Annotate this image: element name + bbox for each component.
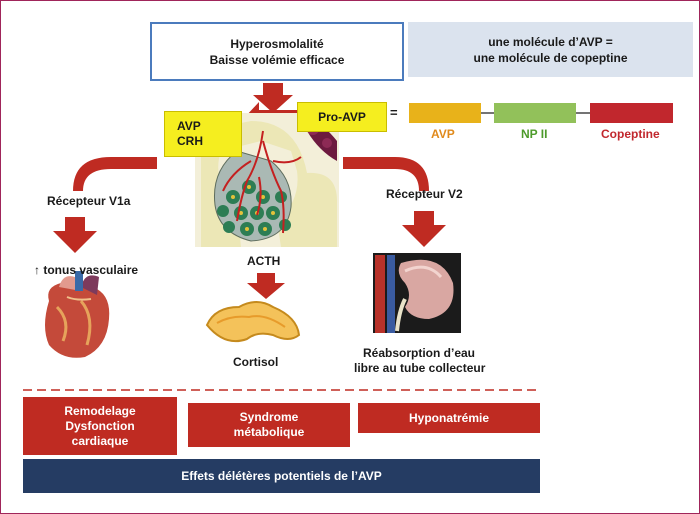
arrow-to-kidney bbox=[402, 211, 446, 247]
effect-remodelage-line2: Dysfonction bbox=[65, 418, 135, 433]
effect-syndrome-line1: Syndrome bbox=[239, 410, 299, 424]
kidney-illustration bbox=[373, 253, 461, 333]
effect-remodelage: Remodelage Dysfonction cardiaque bbox=[23, 397, 177, 455]
adrenal-illustration bbox=[205, 301, 301, 343]
segment-avp bbox=[409, 103, 481, 123]
pro-avp-box: Pro-AVP bbox=[297, 102, 387, 132]
hyper-line1: Hyperosmolalité bbox=[230, 36, 324, 51]
segment-label-avp: AVP bbox=[431, 127, 455, 141]
segment-np2 bbox=[494, 103, 576, 123]
effect-hyponatremie: Hyponatrémie bbox=[358, 403, 540, 433]
effect-syndrome: Syndrome métabolique bbox=[188, 403, 350, 447]
hyperosmolality-box: Hyperosmolalité Baisse volémie efficace bbox=[150, 22, 404, 81]
arrow-to-heart bbox=[53, 217, 97, 253]
segment-copeptine bbox=[590, 103, 673, 123]
reabsorption-line2: libre au tube collecteur bbox=[354, 361, 486, 375]
avp-crh-line2: CRH bbox=[177, 134, 203, 148]
heart-illustration bbox=[45, 271, 110, 358]
effects-bar-label: Effets délétères potentiels de l’AVP bbox=[181, 469, 382, 483]
pro-avp-label: Pro-AVP bbox=[318, 110, 366, 124]
copeptine-equivalence-box: une molécule d’AVP = une molécule de cop… bbox=[408, 22, 693, 77]
effect-syndrome-line2: métabolique bbox=[233, 425, 305, 439]
effects-bar: Effets délétères potentiels de l’AVP bbox=[23, 459, 540, 493]
avp-crh-line1: AVP bbox=[177, 119, 201, 133]
reabsorption-label: Réabsorption d’eau libre au tube collect… bbox=[354, 346, 486, 376]
equals-sign: = bbox=[390, 105, 398, 120]
tonus-label: ↑ tonus vasculaire bbox=[34, 263, 139, 277]
hyper-line2: Baisse volémie efficace bbox=[209, 52, 345, 67]
receptor-v2-label: Récepteur V2 bbox=[386, 187, 463, 201]
copep-line1: une molécule d’AVP = bbox=[488, 34, 613, 49]
receptor-v1a-label: Récepteur V1a bbox=[47, 194, 131, 208]
curved-arrow-v2 bbox=[343, 157, 429, 191]
segment-label-copeptine: Copeptine bbox=[601, 127, 660, 141]
reabsorption-line1: Réabsorption d’eau bbox=[362, 346, 475, 360]
curved-arrow-v1a bbox=[73, 157, 157, 191]
acth-label: ACTH bbox=[247, 254, 281, 268]
copep-line2: une molécule de copeptine bbox=[473, 50, 628, 65]
segment-label-np2: NP II bbox=[521, 127, 548, 141]
effect-hyponatremie-line1: Hyponatrémie bbox=[408, 410, 490, 425]
avp-crh-box: AVP CRH bbox=[164, 111, 242, 157]
arrow-to-cortisol bbox=[247, 273, 285, 299]
effect-remodelage-line3: cardiaque bbox=[71, 433, 129, 448]
effect-remodelage-line1: Remodelage bbox=[64, 403, 136, 418]
cortisol-label: Cortisol bbox=[233, 355, 279, 369]
arrow-to-pituitary bbox=[253, 83, 293, 113]
